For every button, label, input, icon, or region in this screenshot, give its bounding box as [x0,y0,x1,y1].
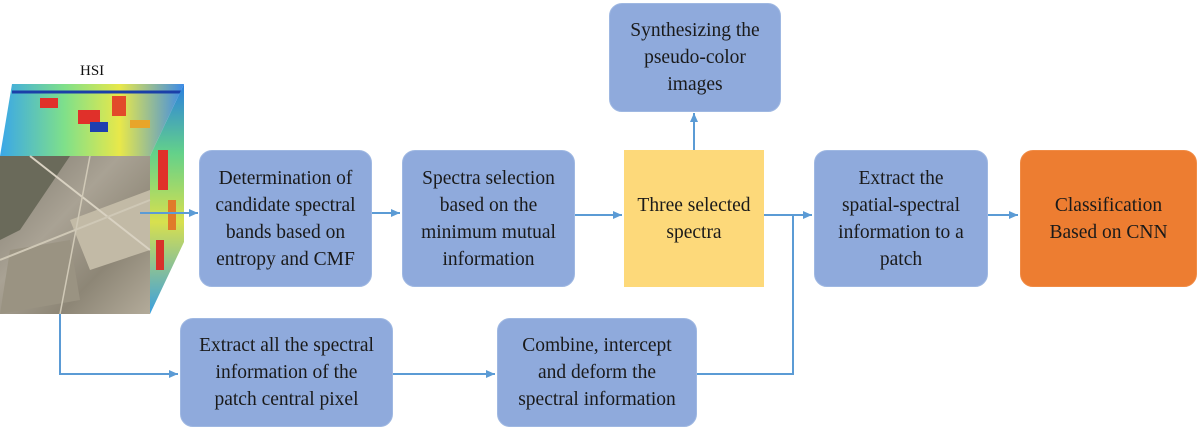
node-spectra-selection: Spectra selection based on the minimum m… [402,150,575,287]
hsi-label: HSI [80,63,105,79]
node-determination-label: Determination of candidate spectral band… [215,167,356,270]
node-synthesizing-label: Synthesizing the pseudo-color images [630,20,760,95]
node-three-selected-spectra-label: Three selected spectra [637,194,751,243]
node-extract-all: Extract all the spectral information of … [180,318,393,427]
node-extract-patch-label: Extract the spatial-spectral information… [838,167,964,270]
node-extract-all-label: Extract all the spectral information of … [199,335,374,410]
node-classification: Classification Based on CNN [1020,150,1197,287]
node-spectra-selection-label: Spectra selection based on the minimum m… [421,167,556,270]
node-combine: Combine, intercept and deform the spectr… [497,318,697,427]
node-determination: Determination of candidate spectral band… [199,150,372,287]
node-classification-label: Classification Based on CNN [1049,194,1168,243]
node-extract-patch: Extract the spatial-spectral information… [814,150,988,287]
node-three-selected-spectra: Three selected spectra [624,150,764,287]
node-combine-label: Combine, intercept and deform the spectr… [518,335,676,410]
connectors [59,113,1018,378]
node-synthesizing: Synthesizing the pseudo-color images [609,3,781,112]
hsi-cube-image [0,84,184,315]
